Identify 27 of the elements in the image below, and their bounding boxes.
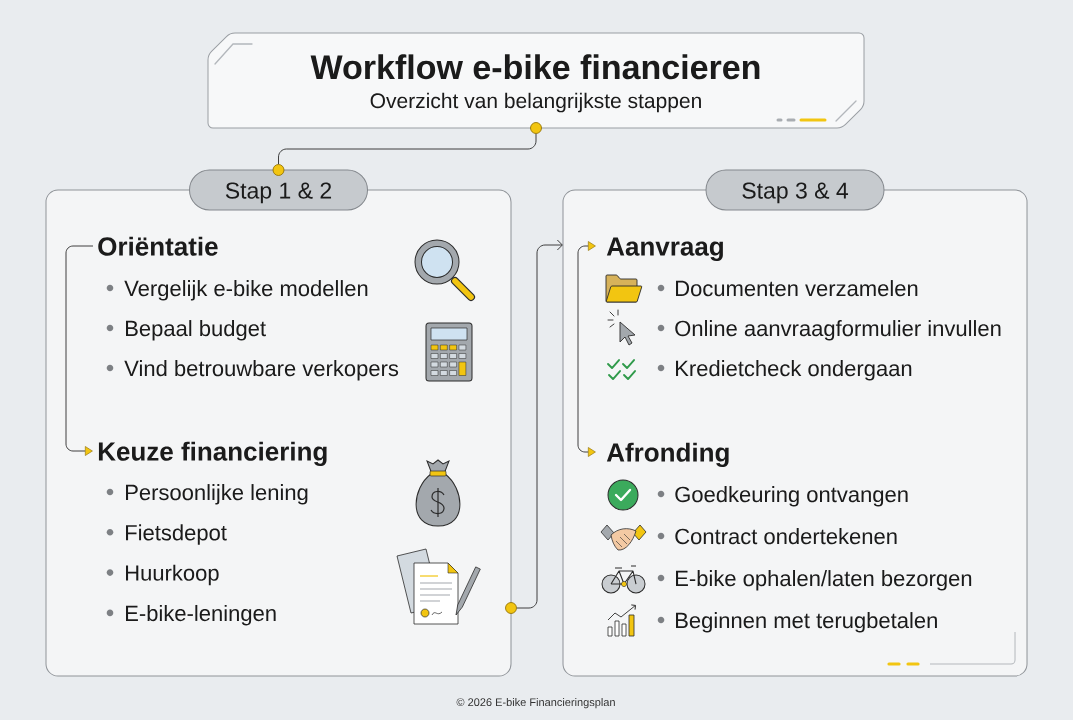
arrow (577, 241, 596, 457)
list-item: Goedkeuring ontvangen (675, 486, 908, 507)
list-item: Fietsdepot (126, 524, 227, 545)
list-item: Huurkoop (126, 564, 219, 586)
list-item: Documenten verzamelen (676, 280, 918, 297)
list-item: Contract ondertekenen (675, 528, 897, 545)
list-item: Bepaal budget (126, 320, 266, 341)
connector-line (278, 133, 537, 165)
copyright-note: © 2026 E-bike Financieringsplan (456, 698, 615, 709)
section-heading: Keuze financiering (98, 441, 327, 466)
section-heading: Oriëntatie (98, 236, 218, 256)
arrow (516, 239, 563, 609)
arrow (65, 245, 94, 456)
step-pill: Stap 1 & 2 (189, 169, 368, 211)
list-item: E-bike ophalen/laten bezorgen (676, 570, 972, 591)
step-pill: Stap 3 & 4 (705, 169, 885, 211)
section-heading: Aanvraag (606, 237, 723, 261)
list-item: Vind betrouwbare verkopers (124, 360, 399, 381)
section-heading: Afronding (606, 442, 729, 467)
card-heading: Workflow e-bike financieren (310, 54, 760, 80)
subtitle: Overzicht van belangrijkste stappen (370, 92, 701, 113)
list-item: Beginnen met terugbetalen (676, 612, 937, 633)
list-item: Online aanvraagformulier invullen (675, 320, 1001, 341)
list-item: Kredietcheck ondergaan (676, 360, 912, 381)
list-item: Vergelijk e-bike modellen (124, 280, 368, 301)
list-item: Persoonlijke lening (126, 484, 308, 505)
list-item: E-bike-leningen (126, 604, 276, 626)
